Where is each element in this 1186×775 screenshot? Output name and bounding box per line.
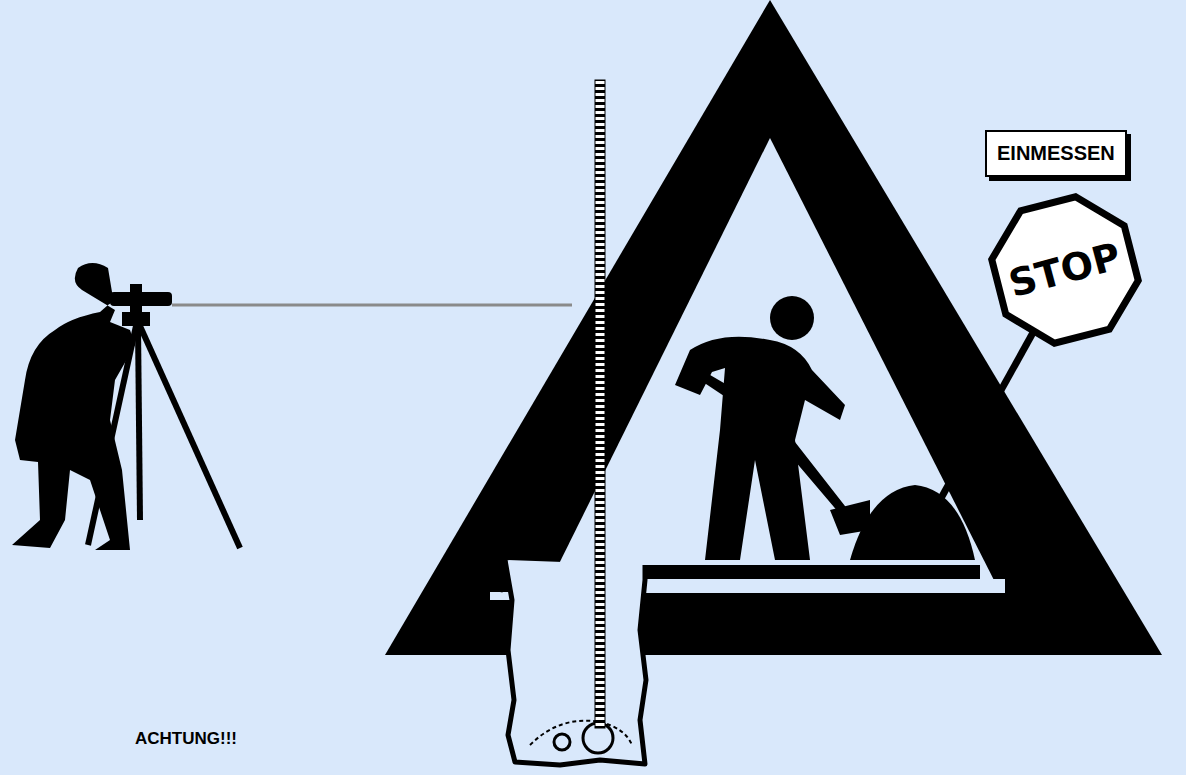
trench	[505, 560, 646, 765]
pipe-trench-outline	[530, 721, 632, 745]
warning-triangle	[385, 0, 1162, 655]
small-pipe	[554, 734, 570, 750]
triangle-inner	[545, 138, 1000, 592]
tripod	[88, 326, 240, 548]
warning-note: ACHTUNG!!!	[135, 729, 237, 749]
sight-line	[172, 304, 572, 307]
worker-silhouette	[675, 296, 975, 560]
stop-sign: STOP	[985, 190, 1145, 350]
trench-edge	[500, 560, 505, 592]
surveyor-silhouette	[12, 263, 172, 550]
box-title: EINMESSEN	[997, 142, 1115, 165]
ground-line	[645, 565, 980, 579]
measure-box: EINMESSEN	[985, 130, 1127, 177]
ground-gap	[645, 579, 1005, 593]
octagon	[992, 197, 1138, 343]
sign-pole	[940, 320, 1040, 500]
levelling-staff	[595, 80, 605, 728]
